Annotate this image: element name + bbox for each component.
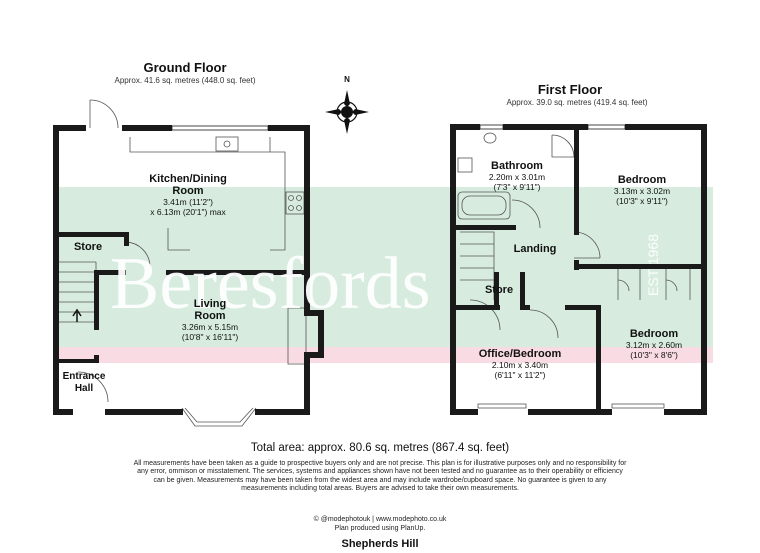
room-name: Entrance xyxy=(62,371,106,382)
room-name: Kitchen/Dining xyxy=(149,173,227,185)
room-dimensions-imperial: (10'8" x 16'11") xyxy=(181,332,239,342)
room-store-first: Store xyxy=(484,284,514,296)
room-bedroom-1: Bedroom 3.13m x 3.02m (10'3" x 9'11") xyxy=(597,174,687,206)
total-area: Total area: approx. 80.6 sq. metres (867… xyxy=(250,442,510,454)
room-name: Living xyxy=(193,298,227,310)
room-dimensions: 3.26m x 5.15m xyxy=(181,322,239,332)
room-name-line2: Room xyxy=(194,310,226,322)
room-dimensions: 3.12m x 2.60m xyxy=(625,340,683,350)
room-landing: Landing xyxy=(513,243,557,255)
room-entrance-hall: Entrance Hall xyxy=(60,371,108,395)
room-office-bedroom: Office/Bedroom 2.10m x 3.40m (6'11" x 11… xyxy=(464,348,576,380)
room-dimensions: 3.13m x 3.02m xyxy=(613,186,671,196)
room-dimensions: 2.20m x 3.01m xyxy=(488,172,546,182)
watermark-band-pink xyxy=(55,347,713,363)
room-name-line2: Room xyxy=(172,185,204,197)
credit-line-2: Plan produced using PlanUp. xyxy=(334,525,426,532)
ground-floor-area: Approx. 41.6 sq. metres (448.0 sq. feet) xyxy=(114,76,256,85)
room-dimensions-imperial: x 6.13m (20'1") max xyxy=(150,207,226,217)
room-dimensions-imperial: (6'11" x 11'2") xyxy=(494,370,546,380)
room-name: Office/Bedroom xyxy=(478,348,562,360)
compass-north-label: N xyxy=(344,75,350,84)
property-address: Shepherds Hill xyxy=(341,538,419,550)
credit-line-1: © @modephotouk | www.modephoto.co.uk xyxy=(313,516,447,523)
room-name-line2: Hall xyxy=(74,383,94,394)
room-kitchen-dining: Kitchen/Dining Room 3.41m (11'2") x 6.13… xyxy=(128,173,248,217)
ground-floor-title: Ground Floor xyxy=(143,60,227,75)
room-name: Bedroom xyxy=(617,174,667,186)
ground-floor-walls xyxy=(53,125,324,415)
first-floor-title: First Floor xyxy=(537,82,603,97)
room-name: Bedroom xyxy=(629,328,679,340)
room-store-ground: Store xyxy=(73,241,103,253)
room-dimensions: 2.10m x 3.40m xyxy=(491,360,549,370)
room-dimensions-imperial: (7'3" x 9'11") xyxy=(493,182,541,192)
room-bathroom: Bathroom 2.20m x 3.01m (7'3" x 9'11") xyxy=(472,160,562,192)
watermark-est: EST 1968 xyxy=(645,234,661,296)
first-floor-walls xyxy=(450,124,707,415)
first-floor-area: Approx. 39.0 sq. metres (419.4 sq. feet) xyxy=(506,98,648,107)
room-living: Living Room 3.26m x 5.15m (10'8" x 16'11… xyxy=(150,298,270,342)
room-dimensions-imperial: (10'3" x 8'6") xyxy=(630,350,678,360)
room-dimensions: 3.41m (11'2") xyxy=(163,197,213,207)
room-bedroom-2: Bedroom 3.12m x 2.60m (10'3" x 8'6") xyxy=(608,328,700,360)
room-name: Bathroom xyxy=(491,160,543,172)
watermark-brand: Beresfords xyxy=(110,243,431,325)
compass-rose xyxy=(325,90,369,134)
disclaimer-text: All measurements have been taken as a gu… xyxy=(133,460,627,492)
room-dimensions-imperial: (10'3" x 9'11") xyxy=(616,196,668,206)
